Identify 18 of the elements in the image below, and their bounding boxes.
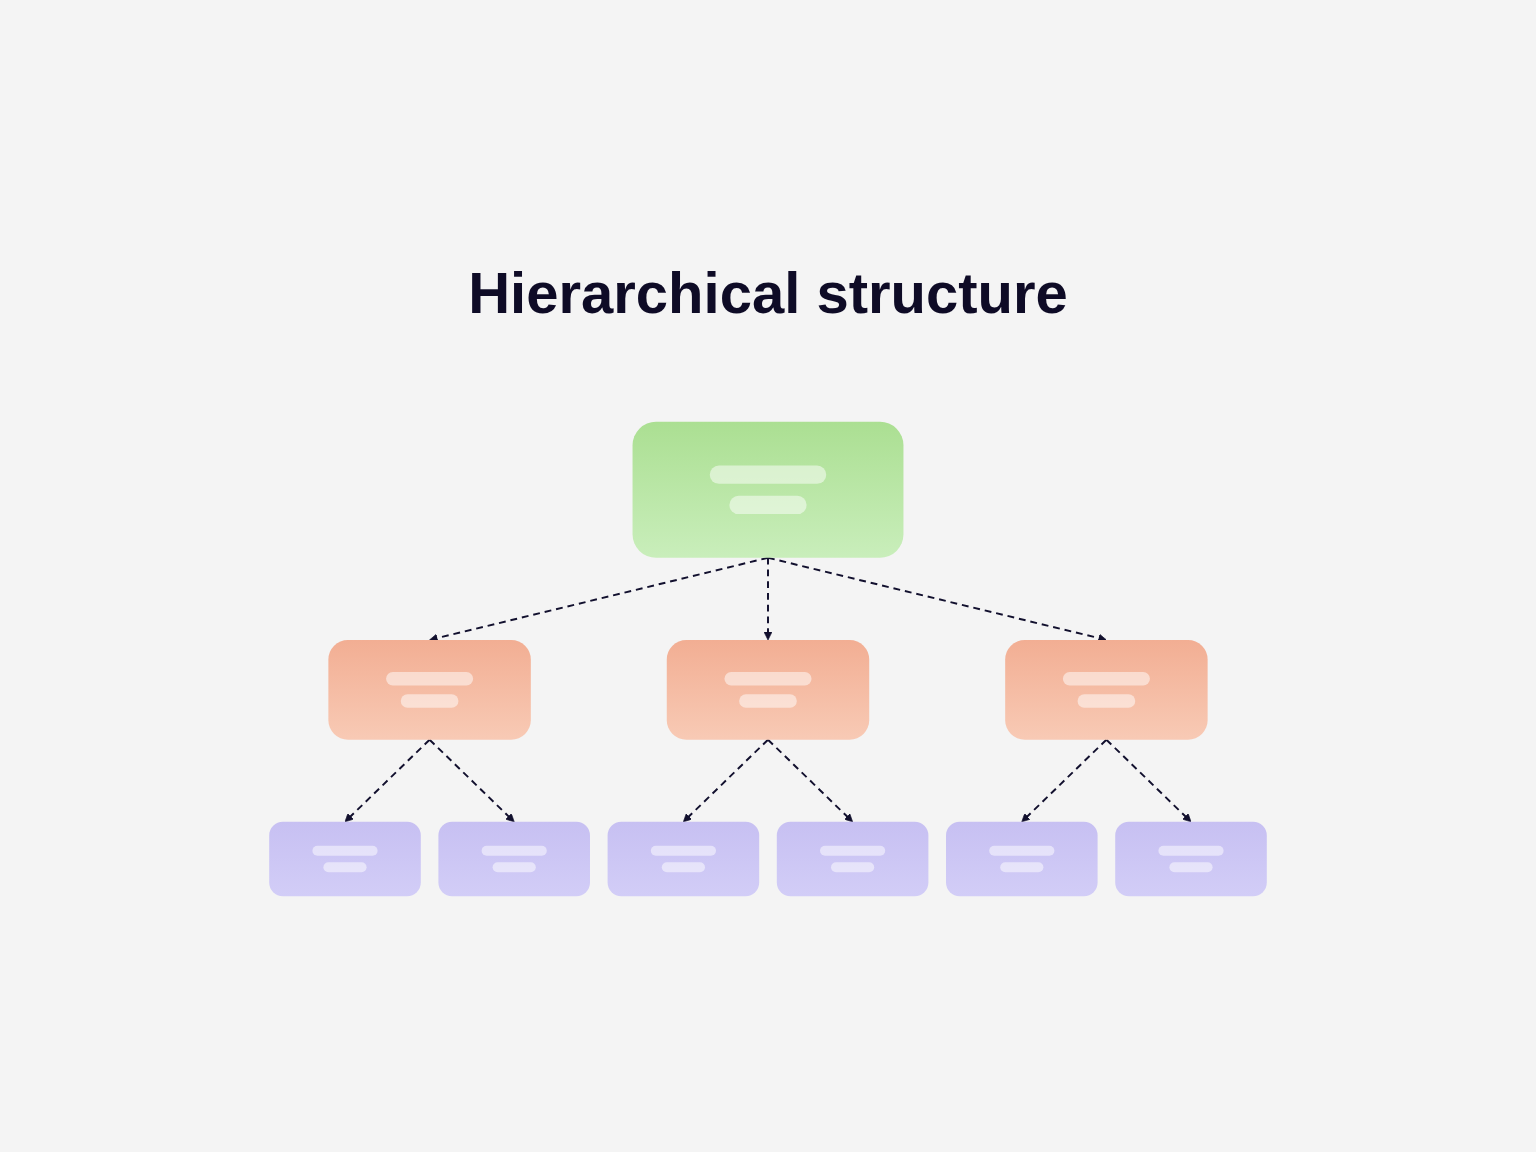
rounded-box — [632, 421, 904, 558]
rounded-box — [666, 639, 870, 740]
rounded-box — [1115, 821, 1267, 897]
dashed-arrow — [428, 738, 515, 823]
rounded-box — [438, 821, 590, 897]
dashed-arrow — [767, 738, 853, 823]
rounded-box — [776, 821, 929, 897]
dashed-arrow — [683, 738, 769, 823]
dashed-arrow — [763, 556, 773, 641]
diagram-title: Hierarchical structure — [468, 259, 1068, 327]
dashed-arrow — [1105, 738, 1192, 823]
rounded-box — [607, 821, 760, 897]
rounded-box — [328, 639, 531, 740]
rounded-box — [946, 821, 1098, 897]
rounded-box — [269, 821, 421, 897]
dashed-arrow — [344, 738, 431, 823]
dashed-arrow — [1021, 738, 1108, 823]
rounded-box — [1005, 639, 1208, 740]
